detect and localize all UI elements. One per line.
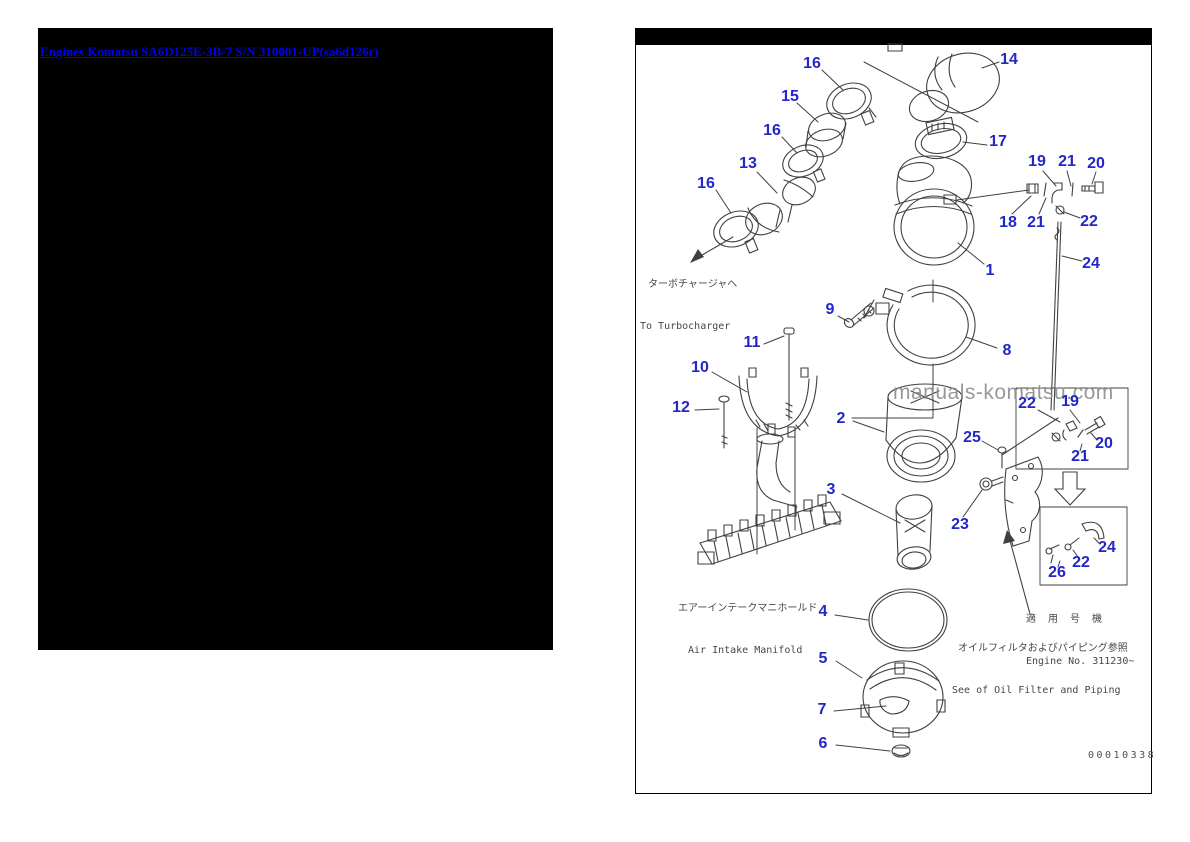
- note-oil-filter-ref-jp: オイルフィルタおよびパイピング参照: [958, 643, 1128, 654]
- part-13-elbow-hose: [740, 172, 819, 241]
- left-content-placeholder: [38, 28, 553, 650]
- bracket-reference-arrow: [1003, 530, 1030, 614]
- air-intake-manifold: [698, 434, 841, 564]
- part-15-hose: [802, 108, 850, 161]
- part-23-fitting: [980, 477, 1003, 490]
- top-clipped-piece: [888, 44, 902, 51]
- down-arrow: [1055, 472, 1085, 505]
- note-air-intake-manifold-en: Air Intake Manifold: [688, 645, 803, 656]
- diagram-panel: [635, 28, 1152, 794]
- part-25-bolt: [998, 447, 1006, 468]
- part-4-gasket-ring: [869, 589, 947, 651]
- hardware-18-22: [1027, 182, 1103, 214]
- doc-number: 00010338: [1088, 750, 1157, 761]
- part-7-baffle: [880, 697, 909, 714]
- kit-box-2: [1040, 507, 1127, 585]
- note-to-turbocharger-jp: ターボチャージャへ: [648, 279, 738, 290]
- part-3-inner-element: [895, 493, 934, 572]
- engine-model-link[interactable]: Engines Komatsu SA6D125E-3B-7 S/N 310001…: [40, 44, 379, 59]
- watermark: manuals-komatsu.com: [893, 381, 1114, 404]
- note-to-turbocharger: ターボチャージャへ To Turbocharger: [640, 250, 737, 362]
- note-oil-filter-ref: オイルフィルタおよびパイピング参照 See of Oil Filter and …: [952, 614, 1128, 726]
- note-air-intake-manifold-jp: エアーインテークマニホールド: [678, 603, 818, 614]
- to-turbocharger-arrow: [690, 237, 733, 263]
- part-11-bolt: [784, 328, 794, 420]
- part-2-outer-element: [886, 384, 962, 482]
- note-engine-serial-en: Engine No. 311230~: [1026, 656, 1135, 667]
- part-6-vacuator-cap: [892, 745, 910, 757]
- diagram-top-bar: [636, 29, 1151, 45]
- part-5-dust-cup: [861, 661, 945, 737]
- kit-box-1: [1002, 388, 1128, 469]
- note-air-intake-manifold: エアーインテークマニホールド Air Intake Manifold: [678, 574, 817, 686]
- part-8-band-clamp: [864, 285, 975, 365]
- part-14-outlet-elbow: [905, 44, 1007, 126]
- leader-lines: [695, 62, 1100, 751]
- part-16-clamp-a: [821, 77, 876, 126]
- note-oil-filter-ref-en: See of Oil Filter and Piping: [952, 685, 1121, 696]
- mounting-bracket-plate: [1005, 457, 1043, 546]
- part-17-clamp: [912, 117, 970, 163]
- note-engine-serial: 適 用 号 機 Engine No. 311230~: [1026, 585, 1134, 697]
- note-to-turbocharger-en: To Turbocharger: [640, 321, 731, 332]
- part-16-clamp-c: [708, 205, 763, 254]
- part-24-tube: [1051, 222, 1061, 410]
- assembly-axis-lines: [757, 280, 933, 554]
- part-16-clamp-b: [778, 139, 828, 183]
- part-10-saddle-bracket: [739, 368, 817, 437]
- note-engine-serial-jp: 適 用 号 機: [1026, 614, 1106, 625]
- part-12-bolt: [719, 396, 729, 448]
- part-1-air-cleaner-body: [894, 156, 974, 265]
